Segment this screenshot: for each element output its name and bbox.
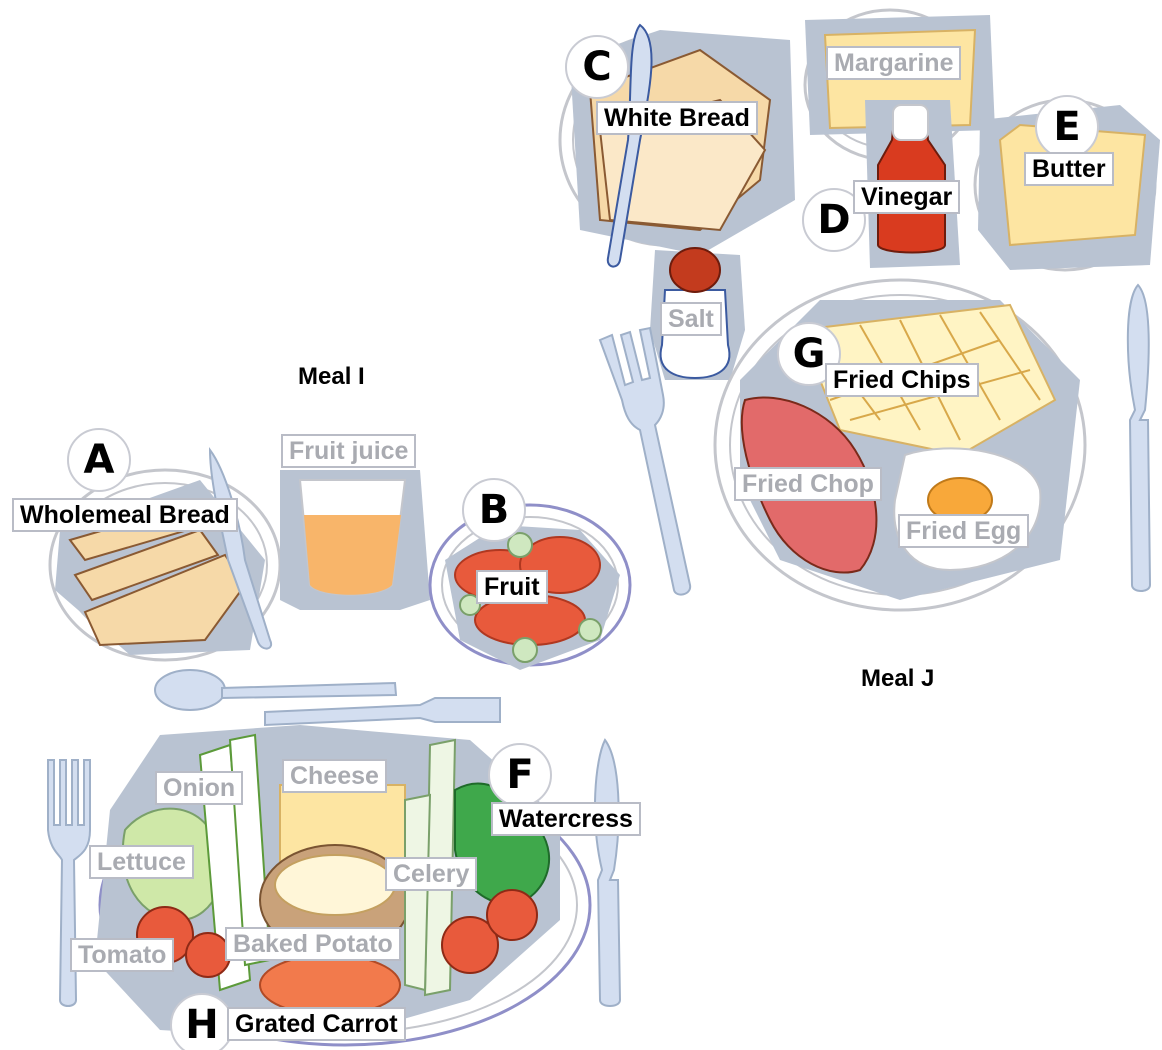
letter-e-marker: E	[1035, 95, 1099, 159]
label-salt: Salt	[660, 302, 722, 336]
label-grated-carrot: Grated Carrot	[227, 1007, 406, 1041]
fried-meal-plate	[715, 280, 1085, 610]
label-tomato: Tomato	[70, 938, 174, 972]
meal-i-title: Meal I	[298, 363, 365, 391]
fruit-juice-glass	[280, 470, 430, 610]
label-fruit-juice: Fruit juice	[281, 434, 416, 468]
label-margarine: Margarine	[826, 46, 961, 80]
meal-j-title: Meal J	[861, 665, 934, 693]
label-watercress: Watercress	[491, 802, 641, 836]
label-lettuce: Lettuce	[89, 845, 194, 879]
label-fruit: Fruit	[476, 570, 548, 604]
label-fried-chop: Fried Chop	[734, 467, 882, 501]
label-celery: Celery	[385, 857, 477, 891]
letter-a-marker: A	[67, 428, 131, 492]
label-white-bread: White Bread	[596, 101, 758, 135]
letter-c-marker: C	[565, 35, 629, 99]
fork-meal-i-horizontal	[265, 698, 500, 725]
label-fried-chips: Fried Chips	[825, 363, 979, 397]
letter-h-marker: H	[170, 993, 234, 1050]
knife-salad	[595, 740, 620, 1006]
knife-meal-j	[1128, 285, 1150, 591]
letter-b-marker: B	[462, 478, 526, 542]
label-baked-potato: Baked Potato	[225, 927, 401, 961]
label-butter: Butter	[1024, 152, 1114, 186]
label-wholemeal-bread: Wholemeal Bread	[12, 498, 238, 532]
label-vinegar: Vinegar	[853, 180, 960, 214]
letter-f-marker: F	[488, 743, 552, 807]
label-fried-egg: Fried Egg	[898, 514, 1029, 548]
label-cheese: Cheese	[282, 759, 387, 793]
label-onion: Onion	[155, 771, 243, 805]
spoon-meal-i	[155, 670, 396, 710]
